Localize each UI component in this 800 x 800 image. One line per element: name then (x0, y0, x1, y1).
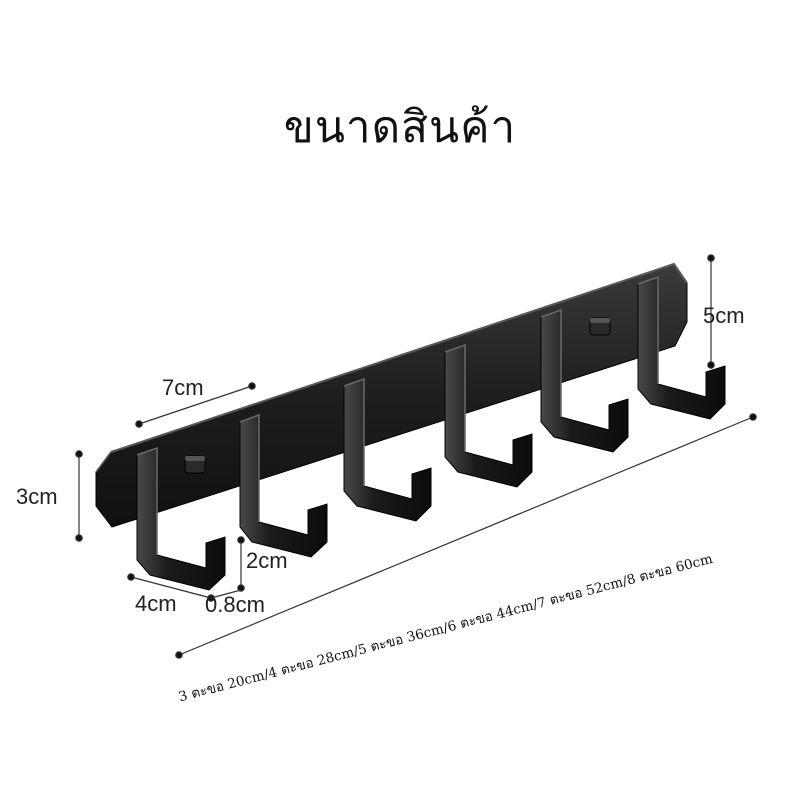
hook-1 (136, 446, 226, 591)
hook-2 (239, 413, 328, 558)
dimension-label-hook-height: 5cm (703, 303, 745, 328)
dimension-label-rail-height: 3cm (16, 484, 58, 509)
dimension-lines (75, 254, 757, 659)
page-title: ขนาดสินค้า (283, 102, 517, 153)
hook-5 (540, 308, 629, 453)
dimension-label-rail-spacing: 7cm (162, 375, 204, 400)
dimension-label-hook-depth: 4cm (135, 591, 177, 616)
screw-left (184, 455, 206, 474)
dimension-label-hook-tip: 2cm (246, 548, 288, 573)
hook-6 (637, 275, 726, 420)
screw-right (589, 317, 611, 336)
hook-4 (444, 343, 533, 488)
dimension-label-thickness: 0.8cm (205, 592, 265, 617)
hook-3 (343, 377, 432, 522)
